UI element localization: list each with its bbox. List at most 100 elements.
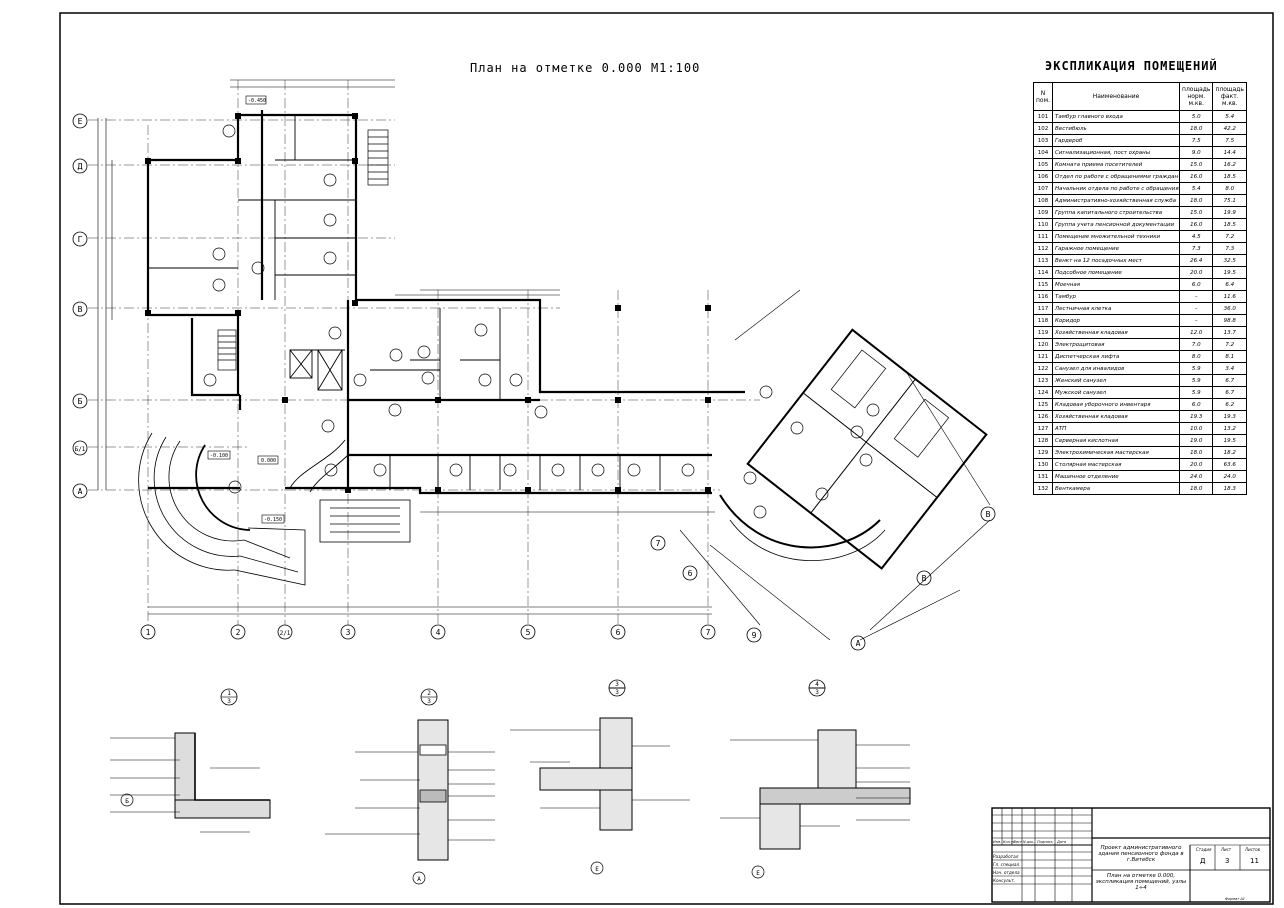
room-name: Хозяйственная кладовая: [1052, 326, 1181, 339]
axis-markers: [72, 113, 996, 651]
area-fact: 8.0: [1212, 182, 1247, 195]
area-fact: 19.5: [1212, 434, 1247, 447]
stamp-sheet-header: Лист: [1220, 847, 1232, 852]
section-2-sheet: 3: [427, 698, 431, 705]
room-name: Кладовая уборочного инвентаря: [1052, 398, 1181, 411]
room-name: Группа учета пенсионной документации: [1052, 218, 1181, 231]
section-1-sheet: 3: [227, 698, 231, 705]
room-number: 118: [1032, 314, 1054, 327]
room-number: 120: [1032, 338, 1054, 351]
stamp-project: Проект административного здания пенсионн…: [1098, 845, 1184, 863]
axis-row-a: А: [78, 487, 83, 496]
room-number: 105: [1032, 158, 1054, 171]
section-2-id: 2: [427, 690, 431, 697]
detail-node-1: [110, 688, 271, 833]
header-area-fact: площадь факт. м.кв.: [1212, 82, 1247, 111]
header-room-name: Наименование: [1052, 82, 1181, 111]
stamp-sheet-name: План на отметке 0.000, экспликация помещ…: [1095, 873, 1187, 891]
room-name: Мужской санузел: [1052, 386, 1181, 399]
area-fact: 6.7: [1212, 386, 1247, 399]
stamp-role-1: Разработал: [993, 854, 1019, 859]
stamp-sheets: 11: [1250, 857, 1259, 865]
room-name: Хозяйственная кладовая: [1052, 410, 1181, 423]
area-norm: 24.0: [1179, 470, 1214, 483]
room-name: Гардероб: [1052, 134, 1181, 147]
stamp-stage-header: Стадия: [1196, 847, 1212, 852]
section-1-id: 1: [227, 690, 231, 697]
level-mark-2: -0.100: [210, 453, 228, 459]
detail-node-4: [720, 679, 911, 879]
section-4-sheet: 3: [815, 689, 819, 696]
room-name: Вестибюль: [1052, 122, 1181, 135]
stamp-stage: Д: [1200, 857, 1206, 865]
room-name: Столярная мастерская: [1052, 458, 1181, 471]
room-number: 129: [1032, 446, 1054, 459]
axis-row-g: Г: [78, 235, 83, 244]
area-fact: 8.1: [1212, 350, 1247, 363]
room-number: 101: [1032, 110, 1054, 123]
room-number: 112: [1032, 242, 1054, 255]
room-number: 128: [1032, 434, 1054, 447]
axis-labels: 1 2 2/1 3 4 5 6 7 Е Д Г В Б Б/1 А 7 6 9 …: [75, 117, 991, 648]
stamp-role-2: Гл. специал.: [993, 862, 1020, 867]
room-number: 110: [1032, 218, 1054, 231]
stamp-col-list: Лист: [1012, 840, 1023, 844]
sheet-frame: [59, 12, 1274, 905]
room-name: Административно-хозяйственная служба: [1052, 194, 1181, 207]
area-norm: 5.4: [1179, 182, 1214, 195]
area-norm: 9.0: [1179, 146, 1214, 159]
room-number: 121: [1032, 350, 1054, 363]
stamp-sheet: 3: [1225, 857, 1229, 865]
room-name: Тамбур: [1052, 290, 1181, 303]
axis-row-v: В: [78, 305, 83, 314]
room-name: Подсобное помещение: [1052, 266, 1181, 279]
room-name: АТП: [1052, 422, 1181, 435]
area-fact: 3.4: [1212, 362, 1247, 375]
area-norm: 19.3: [1179, 410, 1214, 423]
room-number: 104: [1032, 146, 1054, 159]
room-number: 114: [1032, 266, 1054, 279]
area-norm: 6.0: [1179, 278, 1214, 291]
stamp-sheets-header: Листов: [1244, 847, 1261, 852]
title-block: [991, 807, 1271, 903]
axis-wing-v2: В: [986, 510, 991, 519]
stamp-format: Формат А1: [1225, 897, 1245, 901]
room-number: 126: [1032, 410, 1054, 423]
room-number: 116: [1032, 290, 1054, 303]
detail-node-3: [510, 679, 690, 875]
area-norm: 8.0: [1179, 350, 1214, 363]
section-2-axis: А: [417, 876, 421, 883]
area-fact: 13.7: [1212, 326, 1247, 339]
area-norm: 5.9: [1179, 362, 1214, 375]
room-number: 106: [1032, 170, 1054, 183]
room-name: Венкт на 12 посадочных мест: [1052, 254, 1181, 267]
area-fact: 6.4: [1212, 278, 1247, 291]
area-norm: 16.0: [1179, 218, 1214, 231]
axis-col-7: 7: [706, 628, 711, 637]
room-name: Начальник отдела по работе с обращениями…: [1052, 182, 1181, 195]
room-number: 124: [1032, 386, 1054, 399]
axis-wing-6: 6: [688, 569, 693, 578]
stamp-col-date: Дата: [1056, 840, 1066, 844]
area-fact: 98.8: [1212, 314, 1247, 327]
area-fact: 16.2: [1212, 158, 1247, 171]
room-number: 132: [1032, 482, 1054, 495]
stamp-role-3: Нач. отдела: [993, 870, 1020, 875]
room-name: Электрохимическая мастерская: [1052, 446, 1181, 459]
room-number: 125: [1032, 398, 1054, 411]
area-norm: 18.0: [1179, 482, 1214, 495]
section-1-axis: Б: [125, 798, 129, 805]
level-mark-3: 0.000: [261, 458, 276, 464]
